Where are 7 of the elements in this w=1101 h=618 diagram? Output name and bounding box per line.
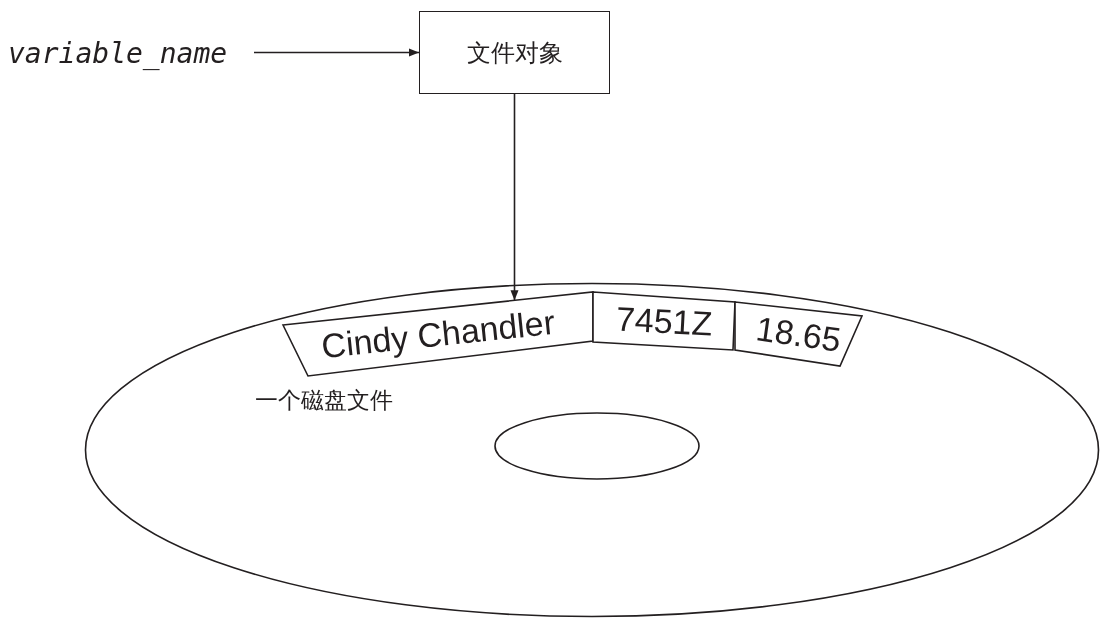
record-cell: 18.65	[735, 302, 862, 366]
disk-caption: 一个磁盘文件	[255, 386, 393, 415]
arrow	[253, 48, 420, 57]
variable-label: variable_name	[8, 36, 244, 70]
record-cell: 7451Z	[593, 292, 735, 350]
object-box: 文件对象	[419, 11, 610, 94]
arrow	[510, 93, 519, 302]
